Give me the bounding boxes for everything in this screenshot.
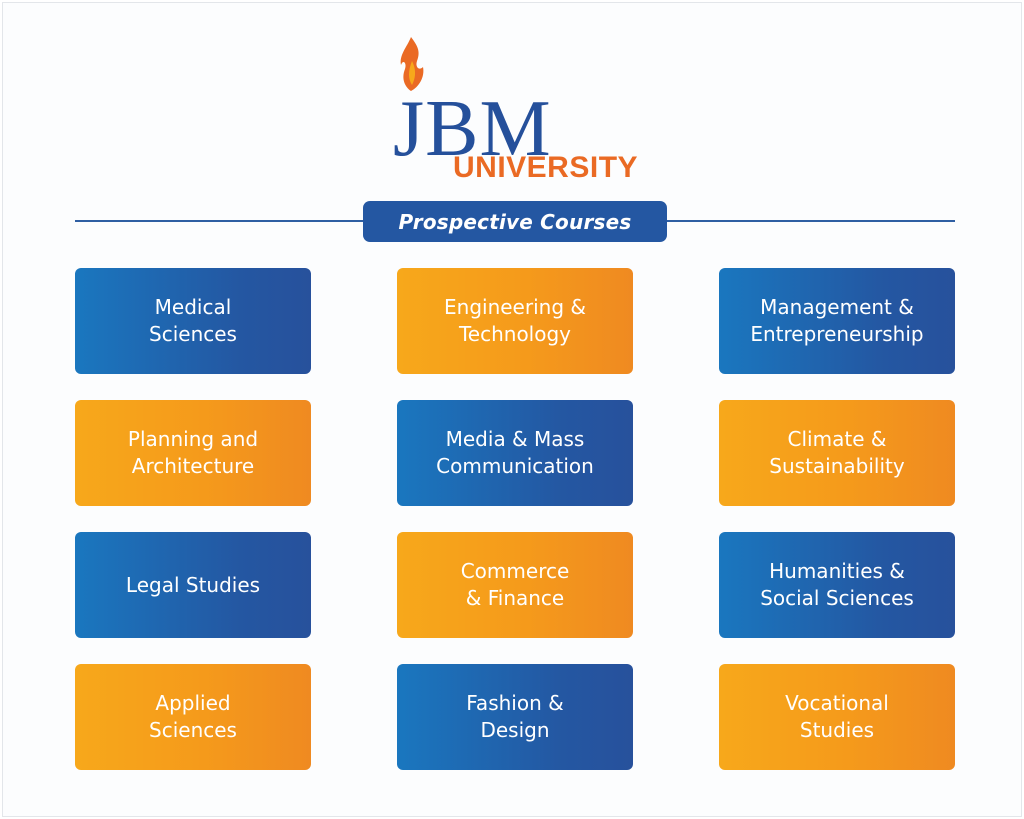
university-logo: JBM UNIVERSITY bbox=[389, 33, 649, 184]
course-card[interactable]: Management & Entrepreneurship bbox=[719, 268, 955, 374]
flame-icon bbox=[400, 37, 424, 91]
course-card[interactable]: Fashion & Design bbox=[397, 664, 633, 770]
course-label: Commerce & Finance bbox=[460, 559, 570, 610]
course-grid: Medical Sciences Engineering & Technolog… bbox=[75, 268, 955, 770]
course-card[interactable]: Applied Sciences bbox=[75, 664, 311, 770]
course-card[interactable]: Humanities & Social Sciences bbox=[719, 532, 955, 638]
course-label: Media & Mass Communication bbox=[436, 427, 594, 478]
course-card[interactable]: Vocational Studies bbox=[719, 664, 955, 770]
course-card[interactable]: Media & Mass Communication bbox=[397, 400, 633, 506]
course-label: Planning and Architecture bbox=[127, 427, 259, 478]
section-title: Prospective Courses bbox=[398, 209, 632, 234]
logo-subtitle-text: UNIVERSITY bbox=[453, 151, 639, 184]
course-label: Applied Sciences bbox=[149, 691, 237, 742]
course-label: Climate & Sustainability bbox=[769, 427, 905, 478]
section-title-pill: Prospective Courses bbox=[363, 201, 667, 242]
course-card[interactable]: Climate & Sustainability bbox=[719, 400, 955, 506]
course-label: Management & Entrepreneurship bbox=[750, 295, 924, 346]
course-card[interactable]: Commerce & Finance bbox=[397, 532, 633, 638]
course-card[interactable]: Engineering & Technology bbox=[397, 268, 633, 374]
course-card[interactable]: Planning and Architecture bbox=[75, 400, 311, 506]
logo-brand-text: JBM bbox=[393, 85, 552, 173]
course-label: Engineering & Technology bbox=[444, 295, 586, 346]
course-label: Humanities & Social Sciences bbox=[760, 559, 914, 610]
course-card[interactable]: Medical Sciences bbox=[75, 268, 311, 374]
course-label: Fashion & Design bbox=[466, 691, 564, 742]
course-label: Legal Studies bbox=[125, 572, 261, 597]
course-card[interactable]: Legal Studies bbox=[75, 532, 311, 638]
course-label: Medical Sciences bbox=[149, 295, 237, 346]
course-label: Vocational Studies bbox=[785, 691, 889, 742]
